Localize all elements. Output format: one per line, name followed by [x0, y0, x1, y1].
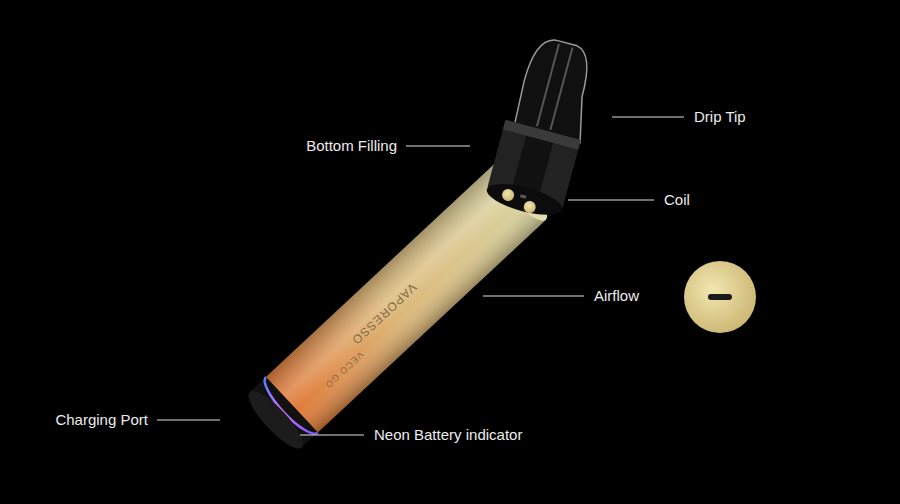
part-label: Charging Port: [55, 411, 148, 429]
pod-cartridge: [484, 33, 604, 221]
part-label: Drip Tip: [694, 108, 746, 126]
leader-lines: [157, 117, 684, 435]
part-label: Coil: [664, 191, 690, 209]
part-label: Neon Battery indicator: [374, 426, 522, 444]
part-label: Bottom Filling: [306, 137, 397, 155]
part-label: Airflow: [594, 287, 639, 305]
airflow-inset: [684, 261, 756, 333]
